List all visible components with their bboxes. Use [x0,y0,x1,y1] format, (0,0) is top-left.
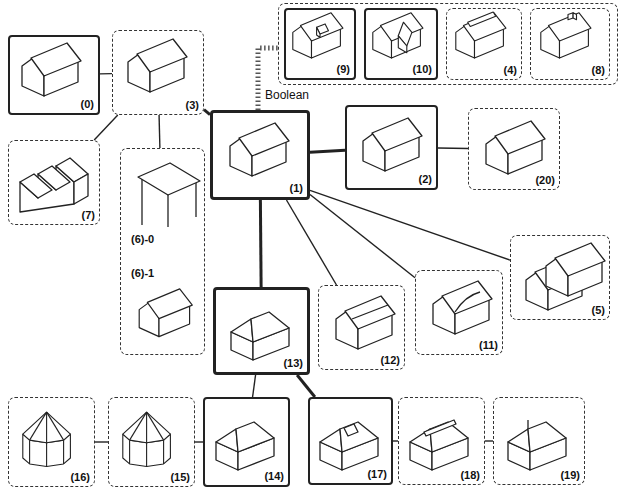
figure-box: (15) [108,397,195,487]
house-illustration [22,43,81,96]
figure-box: (14) [203,397,290,487]
connector-line [100,73,112,75]
callout-number: (17) [367,468,387,481]
house-illustration [128,39,187,92]
connector-line [438,147,468,149]
house-illustration [486,121,545,174]
callout-number: (15) [170,471,190,484]
house-illustration [20,158,88,212]
callout-number: (5) [592,304,605,317]
figure-box: (1) [210,110,310,200]
house-illustration [216,422,274,470]
house-illustration [433,281,492,334]
connector-line [310,195,415,278]
figure-box: (17) [308,397,393,485]
house-illustration [546,243,605,296]
house-illustration [363,118,422,171]
callout-number: (9) [337,63,350,76]
callout-number: (18) [460,469,480,482]
house-illustration [508,420,566,470]
figure-box: (16) [8,397,95,487]
group-box: Boolean(9)(10)(4)(8) [278,3,618,85]
house-illustration [410,420,468,470]
figure-box: (11) [415,270,503,355]
callout-number: (3) [186,99,199,112]
house-illustration [336,296,395,349]
house-illustration [230,123,289,176]
callout-number: (6)-1 [131,267,154,280]
connector-line [94,115,118,140]
connector-line [95,441,108,442]
figure-box: (19) [493,397,585,485]
group-heading: Boolean [265,89,309,102]
callout-number: (11) [479,339,498,352]
callout-number: (16) [70,471,90,484]
figure-box: (18) [398,397,485,485]
callout-number: (13) [283,357,303,370]
figure-box: (2) [345,105,438,190]
callout-number: (14) [264,470,284,483]
house-illustration [23,412,71,466]
figure-box: (7) [8,140,100,225]
connector-line [158,115,160,148]
connector-line [310,150,345,152]
figure-box: (12) [318,285,405,370]
house-illustration [138,163,200,227]
connector-line [286,200,336,285]
figure-box: (10) [364,8,438,80]
figure-box: (13) [213,287,310,375]
callout-number: (20) [535,174,555,187]
connector-line [485,440,493,441]
callout-number: (10) [412,63,432,76]
connector-line [259,200,263,287]
house-illustration [139,289,192,337]
figure-box: (9) [284,8,356,80]
figure-box: (0) [8,35,100,115]
house-illustration [123,412,171,466]
callout-number: (2) [419,173,432,186]
house-illustration [320,422,378,470]
house-illustration [456,12,506,58]
callout-number: (6)-0 [131,233,154,246]
callout-number: (4) [504,64,517,77]
connector-line [297,375,315,397]
figure-box: (5) [510,235,610,320]
house-illustration [231,312,289,360]
figure-box: (8) [530,8,610,80]
callout-number: (1) [290,182,303,195]
connector-line [253,375,256,397]
house-illustration [373,13,423,58]
callout-number: (7) [82,209,95,222]
figure-box: (20) [468,108,560,190]
figure-box: (6)-0 (6)-1 [120,148,205,355]
figure-box: (4) [446,8,522,80]
callout-number: (12) [380,354,400,367]
callout-number: (8) [592,64,605,77]
house-illustration [541,13,591,58]
figure-box: (3) [112,30,204,115]
callout-number: (0) [81,98,94,111]
connector-line [195,441,203,442]
callout-number: (19) [560,469,580,482]
house-illustration [293,13,343,58]
connector-line [310,190,510,260]
